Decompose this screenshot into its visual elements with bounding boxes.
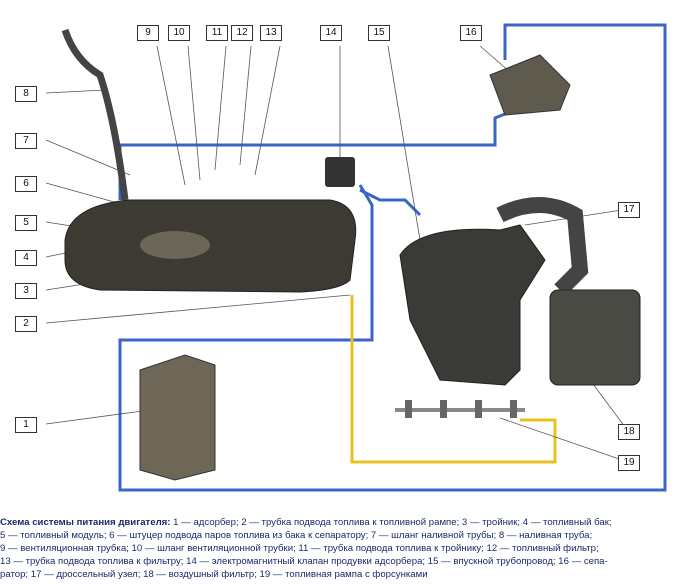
callout-4: 4 [15,250,37,266]
purge-valve [325,157,355,187]
callout-7: 7 [15,133,37,149]
separator [489,54,571,116]
filler-pipe [61,28,129,201]
air-filter [549,289,641,386]
caption-line: 1 — адсорбер; 2 — трубка подвода топлива… [170,517,612,528]
fuel-tank [64,199,357,293]
caption-line: 13 — трубка подвода топлива к фильтру; 1… [0,556,608,567]
adsorber [139,354,216,481]
callout-14: 14 [320,25,342,41]
callout-9: 9 [137,25,159,41]
intake-manifold [399,197,589,386]
callout-8: 8 [15,86,37,102]
figure-caption: Схема системы питания двигателя: 1 — адс… [0,516,700,581]
caption-line: 5 — топливный модуль; 6 — штуцер подвода… [0,530,593,541]
callout-13: 13 [260,25,282,41]
fuel-system-diagram [45,23,667,492]
callout-6: 6 [15,176,37,192]
callout-5: 5 [15,215,37,231]
fuel-line [350,295,557,464]
caption-line: 9 — вентиляционная трубка; 10 — шланг ве… [0,543,599,554]
callout-11: 11 [206,25,228,41]
caption-title: Схема системы питания двигателя: [0,517,171,528]
fuel-rail [395,400,525,418]
leader-lines [45,45,629,463]
callout-3: 3 [15,283,37,299]
callout-10: 10 [168,25,190,41]
callout-18: 18 [618,424,640,440]
callout-12: 12 [231,25,253,41]
callout-19: 19 [618,455,640,471]
callout-15: 15 [368,25,390,41]
callout-2: 2 [15,316,37,332]
caption-line: ратор; 17 — дроссельный узел; 18 — возду… [0,569,428,580]
callout-1: 1 [15,417,37,433]
callout-17: 17 [618,202,640,218]
callout-16: 16 [460,25,482,41]
